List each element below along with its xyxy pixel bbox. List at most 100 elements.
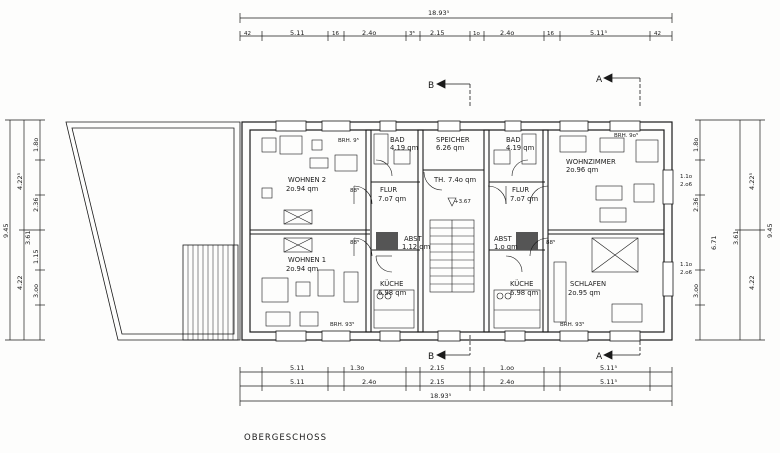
dim-side-236-l: 2.36 (32, 198, 40, 212)
dim-side-3oo-l: 3.oo (32, 284, 40, 298)
room-name-th: TH. (433, 176, 445, 184)
room-name-abst-r: ABST (494, 235, 513, 243)
dim-right-outer-top: 5.11⁵ (590, 29, 607, 37)
dim-right-outer-bottom: 5.11⁵ (600, 364, 617, 372)
door-note-88-l: 88⁵ (350, 239, 359, 246)
room-area-abst-l: 1.12 qm (402, 243, 431, 251)
dim-left-outer-bottom: 5.11 (290, 364, 304, 372)
dim-13o-bottom: 1.3o (350, 364, 364, 372)
dim-side-361-r: 3.61 (732, 231, 740, 245)
shaft-right (516, 232, 538, 250)
stair-level: +3.67 (454, 199, 471, 205)
shaft-left (376, 232, 398, 250)
dim-left-outer-top: 5.11 (290, 29, 304, 37)
dim-side-total-r: 9.45 (766, 224, 774, 238)
dim-left-outer-bottom2: 5.11 (290, 378, 304, 386)
dim-side-671-r: 6.71 (710, 236, 718, 250)
dim-side-lower-r: 4.22 (748, 276, 756, 290)
dim-42-top-l: 42 (244, 31, 251, 37)
room-area-bad-l: 4.19 qm (390, 144, 419, 152)
dim-side-upper-r: 4.22⁵ (748, 173, 756, 190)
dim-right-outer-bottom2: 5.11⁵ (600, 378, 617, 386)
win-11o-r1: 1.1o (680, 174, 693, 180)
room-name-wohnen2: WOHNEN 2 (288, 176, 326, 184)
staircase (429, 197, 475, 293)
win-2o6-r1: 2.o6 (680, 182, 693, 188)
section-b-bottom: B (428, 352, 434, 362)
dim-side-18o-r: 1.8o (692, 138, 700, 152)
dim-side-lower-l: 4.22 (16, 276, 24, 290)
door-note-88-r: 88⁵ (546, 239, 555, 246)
room-area-wohnen2: 2o.94 qm (286, 185, 319, 193)
dim-side-236-r: 2.36 (692, 198, 700, 212)
room-area-th: 7.4o qm (448, 176, 476, 184)
dim-total-top: 18.93⁵ (428, 9, 450, 17)
section-b-top: B (428, 81, 434, 91)
dim-total-bottom: 18.93⁵ (430, 392, 452, 400)
room-name-wohnzimmer: WOHNZIMMER (566, 158, 616, 166)
room-area-wohnzimmer: 2o.96 qm (566, 166, 599, 174)
right-dimensions (695, 119, 765, 341)
outer-walls (241, 121, 673, 341)
windows-top (275, 120, 641, 132)
room-name-schlafen: SCHLAFEN (570, 280, 606, 288)
brh-note-2: BRH. 93⁵ (330, 321, 354, 328)
dim-38-top: 3⁸ (409, 30, 415, 37)
terrace (65, 121, 241, 341)
dim-16-top-r: 16 (547, 31, 554, 37)
room-area-abst-r: 1.o qm (494, 243, 518, 251)
dim-16-top-l: 16 (332, 31, 339, 37)
dim-side-361-l: 3.61 (24, 231, 32, 245)
room-name-wohnen1: WOHNEN 1 (288, 256, 326, 264)
interior-walls (250, 129, 664, 333)
room-area-kueche-r: 6.98 qm (510, 289, 539, 297)
section-markers (436, 73, 641, 360)
dim-1oo-bottom: 1.oo (500, 364, 514, 372)
room-name-kueche-r: KÜCHE (510, 279, 533, 288)
room-name-flur-l: FLUR (380, 186, 397, 194)
top-dimensions (239, 13, 673, 41)
room-name-kueche-l: KÜCHE (380, 279, 403, 288)
dim-42-top-r: 42 (654, 31, 661, 37)
room-area-kueche-l: 6.98 qm (378, 289, 407, 297)
win-2o6-r2: 2.o6 (680, 270, 693, 276)
dim-mid2-bottom2: 2.15 (430, 378, 444, 386)
room-area-flur-r: 7.o7 qm (510, 195, 538, 203)
dim-mid1-bottom: 2.4o (362, 378, 376, 386)
room-name-bad-r: BAD (506, 136, 521, 144)
win-11o-r2: 1.1o (680, 262, 693, 268)
windows-side (662, 169, 674, 297)
dim-side-upper-l: 4.22⁵ (16, 173, 24, 190)
left-dimensions (5, 119, 45, 341)
furniture (261, 133, 659, 329)
room-area-schlafen: 2o.95 qm (568, 289, 601, 297)
room-area-wohnen1: 2o.94 qm (286, 265, 319, 273)
windows-bottom (275, 330, 641, 342)
doors (353, 159, 549, 273)
section-a-bottom: A (596, 352, 603, 362)
dim-side-115-l: 1.15 (32, 250, 40, 264)
room-area-speicher: 6.26 qm (436, 144, 465, 152)
room-name-flur-r: FLUR (512, 186, 529, 194)
room-name-bad-l: BAD (390, 136, 405, 144)
dim-mid2-bottom: 2.15 (430, 364, 444, 372)
room-name-speicher: SPEICHER (436, 136, 470, 144)
plan-title: OBERGESCHOSS (244, 433, 327, 443)
dim-side-total-l: 9.45 (2, 224, 10, 238)
dim-mid1-top: 2.4o (362, 29, 376, 37)
room-name-abst-l: ABST (404, 235, 423, 243)
room-area-flur-l: 7.o7 qm (378, 195, 406, 203)
dim-mid3-bottom: 2.4o (500, 378, 514, 386)
dim-mid2-top: 2.15 (430, 29, 444, 37)
brh-note-1: BRH. 9⁵ (338, 137, 359, 144)
bottom-dimensions (239, 367, 673, 406)
dim-side-3oo-r: 3.oo (692, 284, 700, 298)
section-a-top: A (596, 75, 603, 85)
dim-side-18o-l: 1.8o (32, 138, 40, 152)
brh-note-6: BRH. 93⁵ (560, 321, 584, 328)
brh-note-5: BRH. 9o⁵ (614, 132, 638, 139)
dim-10-top: 1o (473, 31, 480, 37)
door-note-88-l2: 88⁵ (350, 187, 359, 194)
